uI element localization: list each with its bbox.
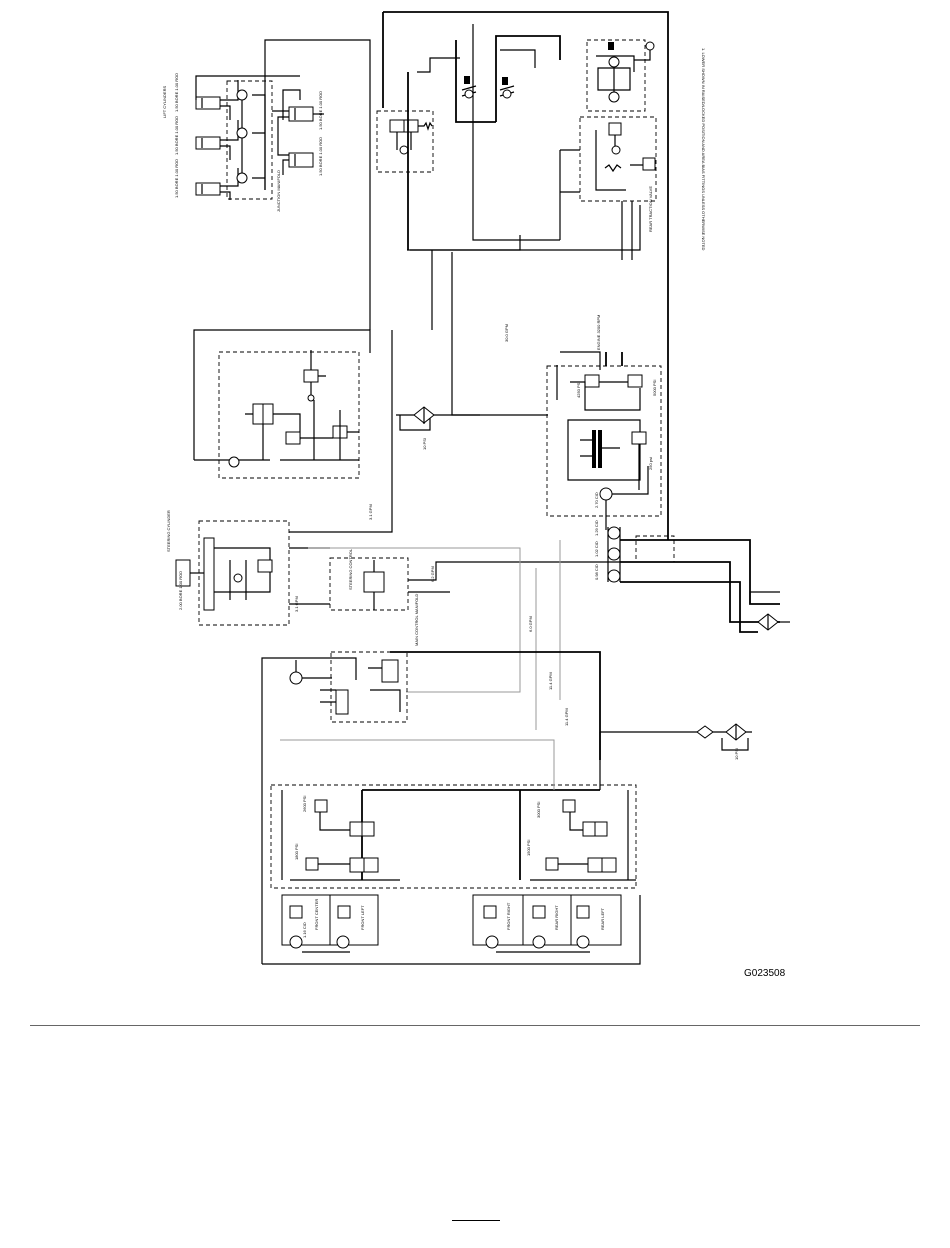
relief-1800-label: 1800 PSI — [294, 844, 299, 860]
wing-left-label: 1.50 BORE 1.00 ROD — [318, 91, 323, 130]
main-control-manifold-box — [330, 651, 408, 723]
reel-manifold-box — [270, 784, 637, 889]
page-number-rule — [452, 1220, 500, 1221]
filter-1-label: 10 PSI — [422, 438, 427, 450]
reel-manifold-group — [270, 739, 637, 889]
lift-manifold-group — [193, 329, 371, 479]
lift-cylinder-3 — [195, 182, 221, 196]
relief-5000-label: 5000 PSI — [652, 380, 657, 396]
pump-assembly-group — [546, 351, 662, 530]
wing-cylinder-1 — [288, 106, 314, 122]
main-control-manifold-label: MAIN CONTROL MANIFOLD — [414, 594, 419, 646]
steering-control-label: STEERING CONTROL — [348, 548, 353, 590]
top-center-valve-group — [376, 11, 669, 540]
filter-2 — [599, 723, 752, 760]
cyl-mid-label: 1.50 BORE 1.00 ROD — [174, 116, 179, 155]
flow-114b-label: 11.4 GPM — [564, 708, 569, 726]
flow-114a-label: 11.4 GPM — [548, 672, 553, 690]
filter-1 — [396, 406, 548, 431]
cyl-left-label: 1.50 BORE 1.00 ROD — [174, 73, 179, 112]
flow-31a-label: 3.1 GPM — [368, 504, 373, 520]
pump-box — [546, 365, 662, 517]
rear-right-motor-box — [522, 894, 572, 946]
steering-cyl-spec-label: 2.00 BORE 1.00 ROD — [178, 571, 183, 610]
lift-cylinders-label: LIFT CYLINDERS — [162, 86, 167, 118]
pump-p2-label: 1.02 CID — [594, 541, 599, 557]
wing-cylinder-2 — [288, 152, 314, 168]
relief-4250-label: 4250 PSI — [576, 382, 581, 398]
steering-control-group — [308, 540, 620, 730]
main-control-manifold-group — [261, 651, 601, 964]
front-center-motor-box — [281, 894, 331, 946]
pump-p1-label: 1.29 CID — [594, 520, 599, 536]
relief-3000-label: 3000 PSI — [536, 802, 541, 818]
upper-right-manifold-box — [586, 39, 646, 112]
steering-cylinder-block — [203, 537, 215, 611]
steering-box — [198, 520, 290, 626]
rear-traction-valve-group — [560, 39, 657, 260]
motor-cid-label: 1.16 CID — [302, 922, 307, 938]
mower-front-right-label: FRONT RIGHT — [506, 902, 511, 930]
case-drain-box — [635, 535, 675, 563]
reel-motors-group — [262, 894, 641, 965]
lift-cylinder-1 — [195, 96, 221, 110]
flow-31b-label: 3.1 GPM — [294, 596, 299, 612]
cyl-right-label: 1.50 BORE 1.00 ROD — [174, 159, 179, 198]
lift-cylinders-group — [195, 39, 371, 330]
mower-rear-left-label: REAR LEFT — [600, 907, 605, 930]
figure-id: G023508 — [744, 968, 786, 979]
pump-270-label: 2.70 CID — [594, 492, 599, 508]
relief-2600-label: 2600 PSI — [302, 796, 307, 812]
engine-label: ENGINE 3200 RPM — [596, 315, 601, 350]
mower-front-left-label: FRONT LEFT — [360, 905, 365, 930]
filter-2-label: 10 PSI — [734, 748, 739, 760]
front-right-motor-box — [472, 894, 524, 946]
steering-group — [175, 330, 393, 626]
solenoid-valve-box-top — [376, 110, 434, 173]
mower-rear-right-label: REAR RIGHT — [554, 905, 559, 930]
lift-manifold-box — [218, 351, 360, 479]
page-divider — [30, 1025, 920, 1026]
rear-traction-valve-box — [579, 116, 657, 202]
flow-62-label: 6.2 GPM — [430, 566, 435, 582]
rear-traction-valve-label: REAR TRACTION VALVE — [648, 186, 653, 232]
steering-control-box — [329, 557, 409, 611]
mower-front-center-label: FRONT CENTER — [314, 899, 319, 930]
note-label: 1. LOWER SHOWN IN RAISED/LOCKED POSITION… — [701, 48, 706, 251]
pump-p3-label: 0.98 CID — [594, 564, 599, 580]
flow-60-label: 6.0 GPM — [528, 616, 533, 632]
wing-right-label: 1.50 BORE 1.00 ROD — [318, 137, 323, 176]
front-left-motor-box — [329, 894, 379, 946]
relief-250-label: 250 psi — [648, 457, 653, 470]
flow-30-label: 30.0 GPM — [504, 324, 509, 342]
junction-manifold-box — [226, 80, 273, 200]
gear-pump-stack — [607, 526, 790, 633]
junction-manifold-label: JUNCTION MANIFOLD — [276, 170, 281, 212]
lift-cylinder-2 — [195, 136, 221, 150]
relief-1500-label: 1500 PSI — [526, 840, 531, 856]
steering-cylinder-label: STEERING CYLINDER — [166, 510, 171, 552]
